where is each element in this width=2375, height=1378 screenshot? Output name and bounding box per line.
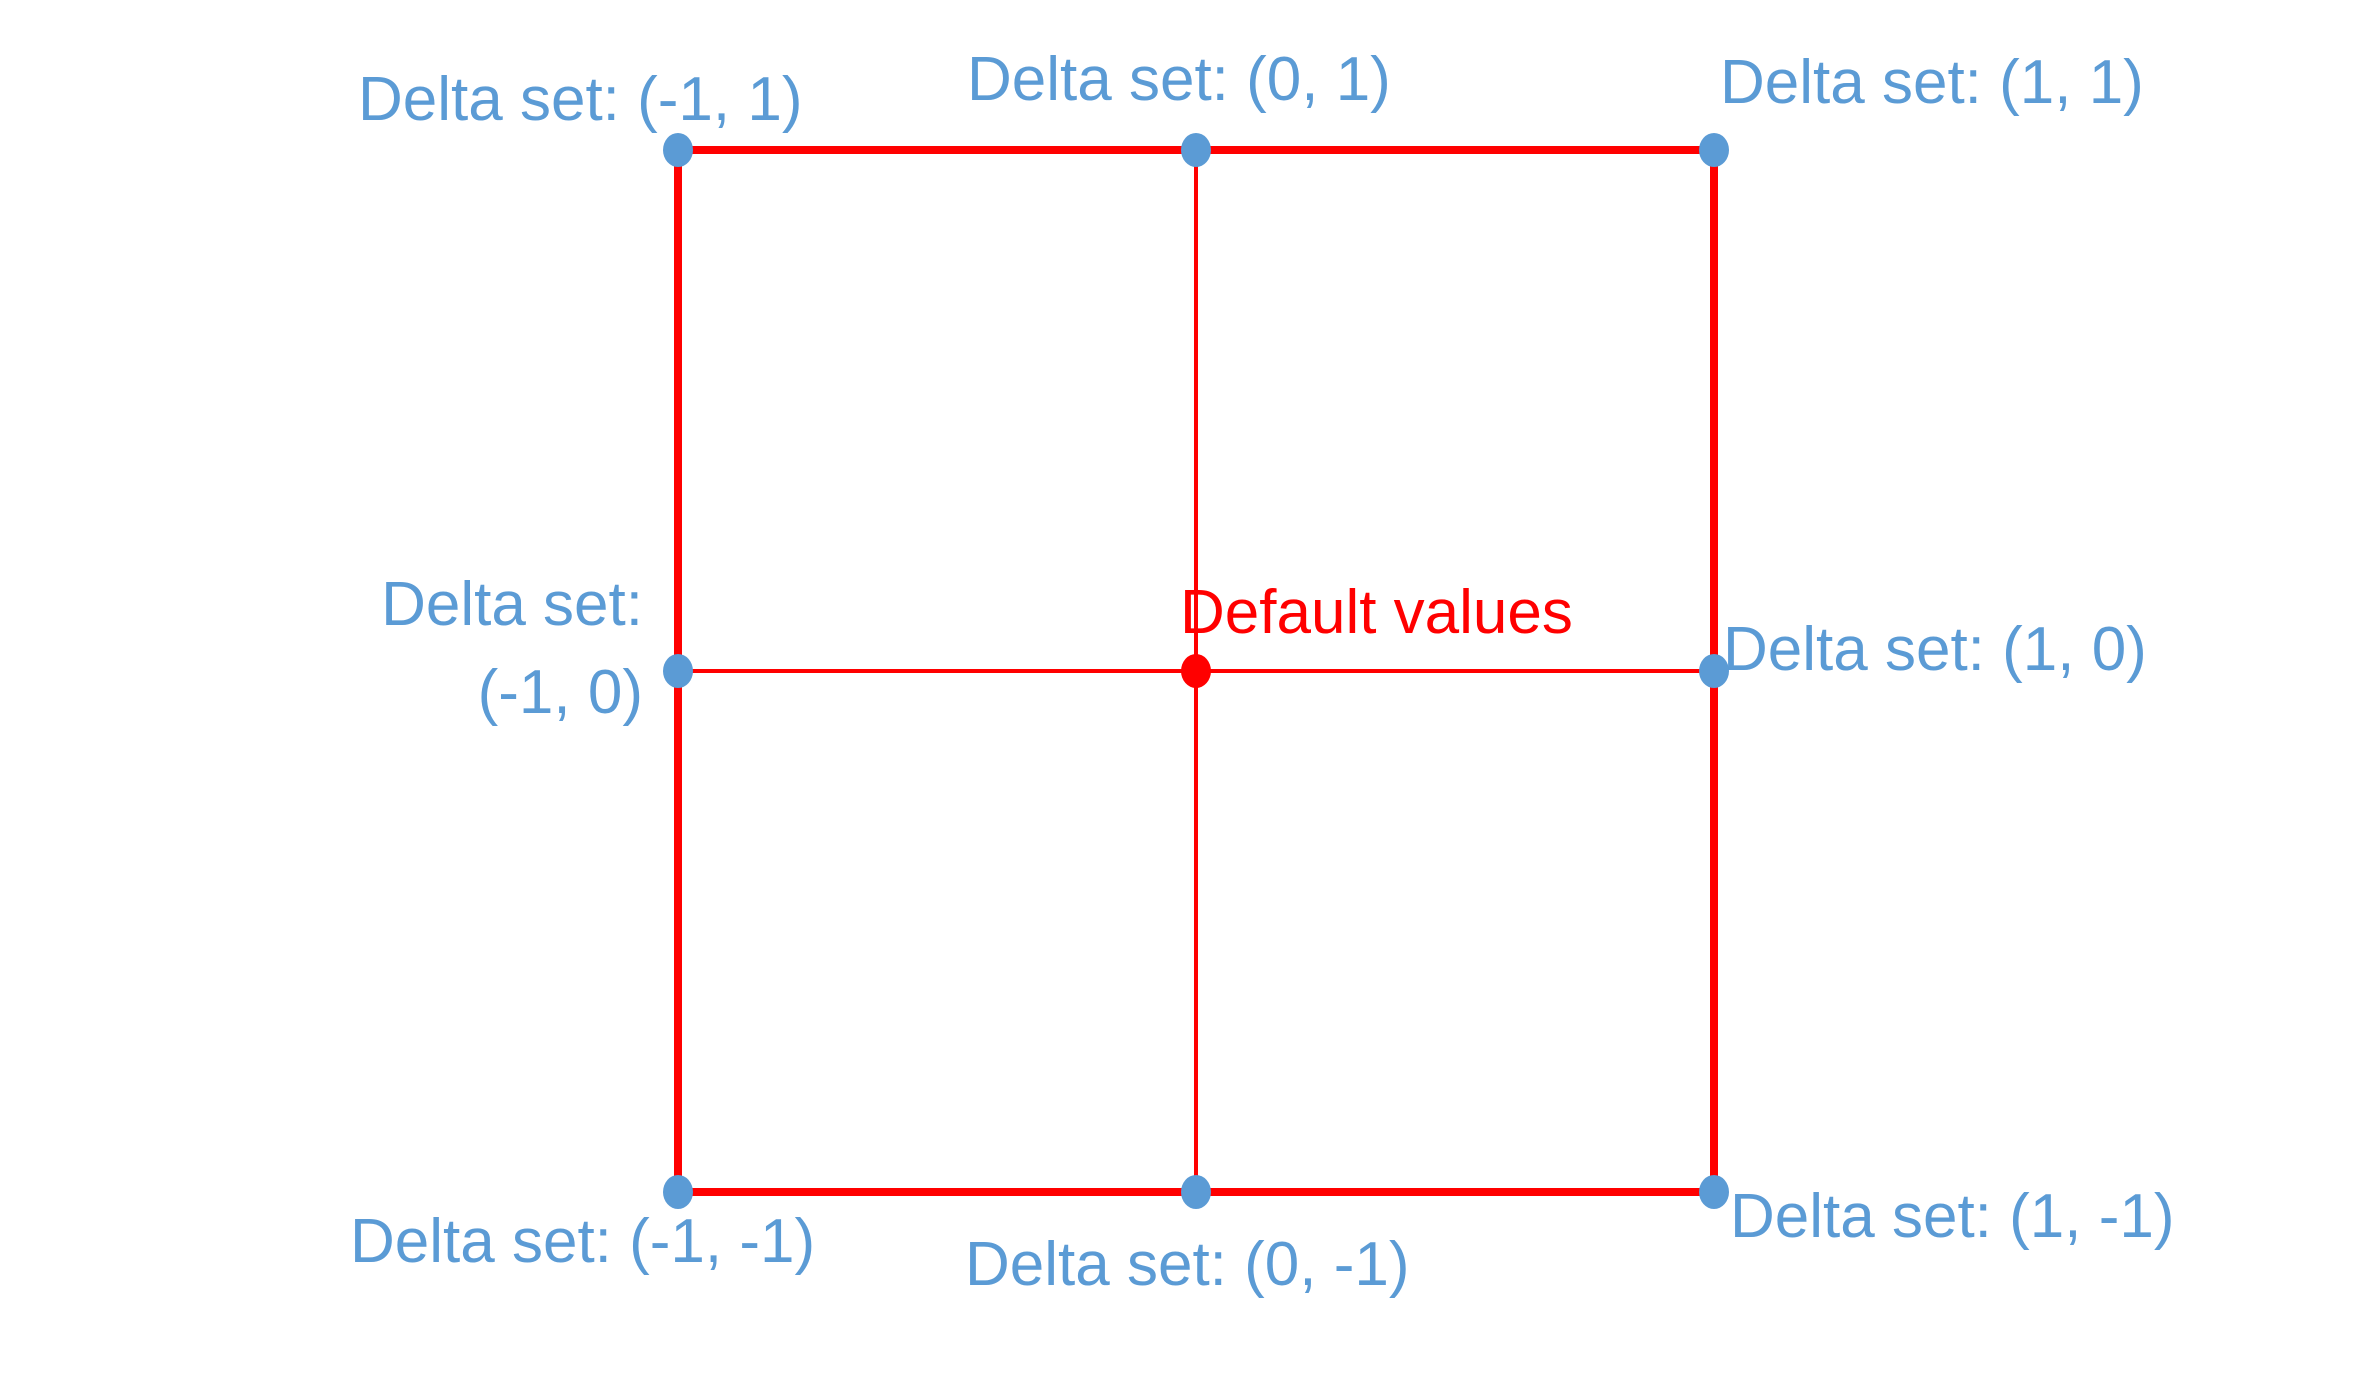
grid-point-top-center (1181, 133, 1211, 167)
grid-point-bottom-left (663, 1175, 693, 1209)
label-delta-top-left: Delta set: (-1, 1) (358, 65, 803, 134)
grid-point-top-left (663, 133, 693, 167)
grid-point-center-default (1181, 654, 1211, 688)
label-delta-middle-left: Delta set: (-1, 0) (381, 561, 643, 737)
label-delta-top-right: Delta set: (1, 1) (1720, 48, 2144, 117)
label-delta-bottom-left: Delta set: (-1, -1) (350, 1207, 816, 1276)
label-default-values: Default values (1180, 578, 1573, 647)
label-delta-bottom-right: Delta set: (1, -1) (1730, 1182, 2175, 1251)
grid-point-bottom-center (1181, 1175, 1211, 1209)
grid-point-middle-right (1699, 654, 1729, 688)
label-delta-top-center: Delta set: (0, 1) (967, 45, 1391, 114)
label-delta-middle-left-line2: (-1, 0) (477, 658, 643, 727)
grid-point-middle-left (663, 654, 693, 688)
label-delta-middle-right: Delta set: (1, 0) (1723, 615, 2147, 684)
label-delta-middle-left-line1: Delta set: (381, 570, 643, 639)
grid-point-top-right (1699, 133, 1729, 167)
grid-point-bottom-right (1699, 1175, 1729, 1209)
label-delta-bottom-center: Delta set: (0, -1) (965, 1230, 1410, 1299)
